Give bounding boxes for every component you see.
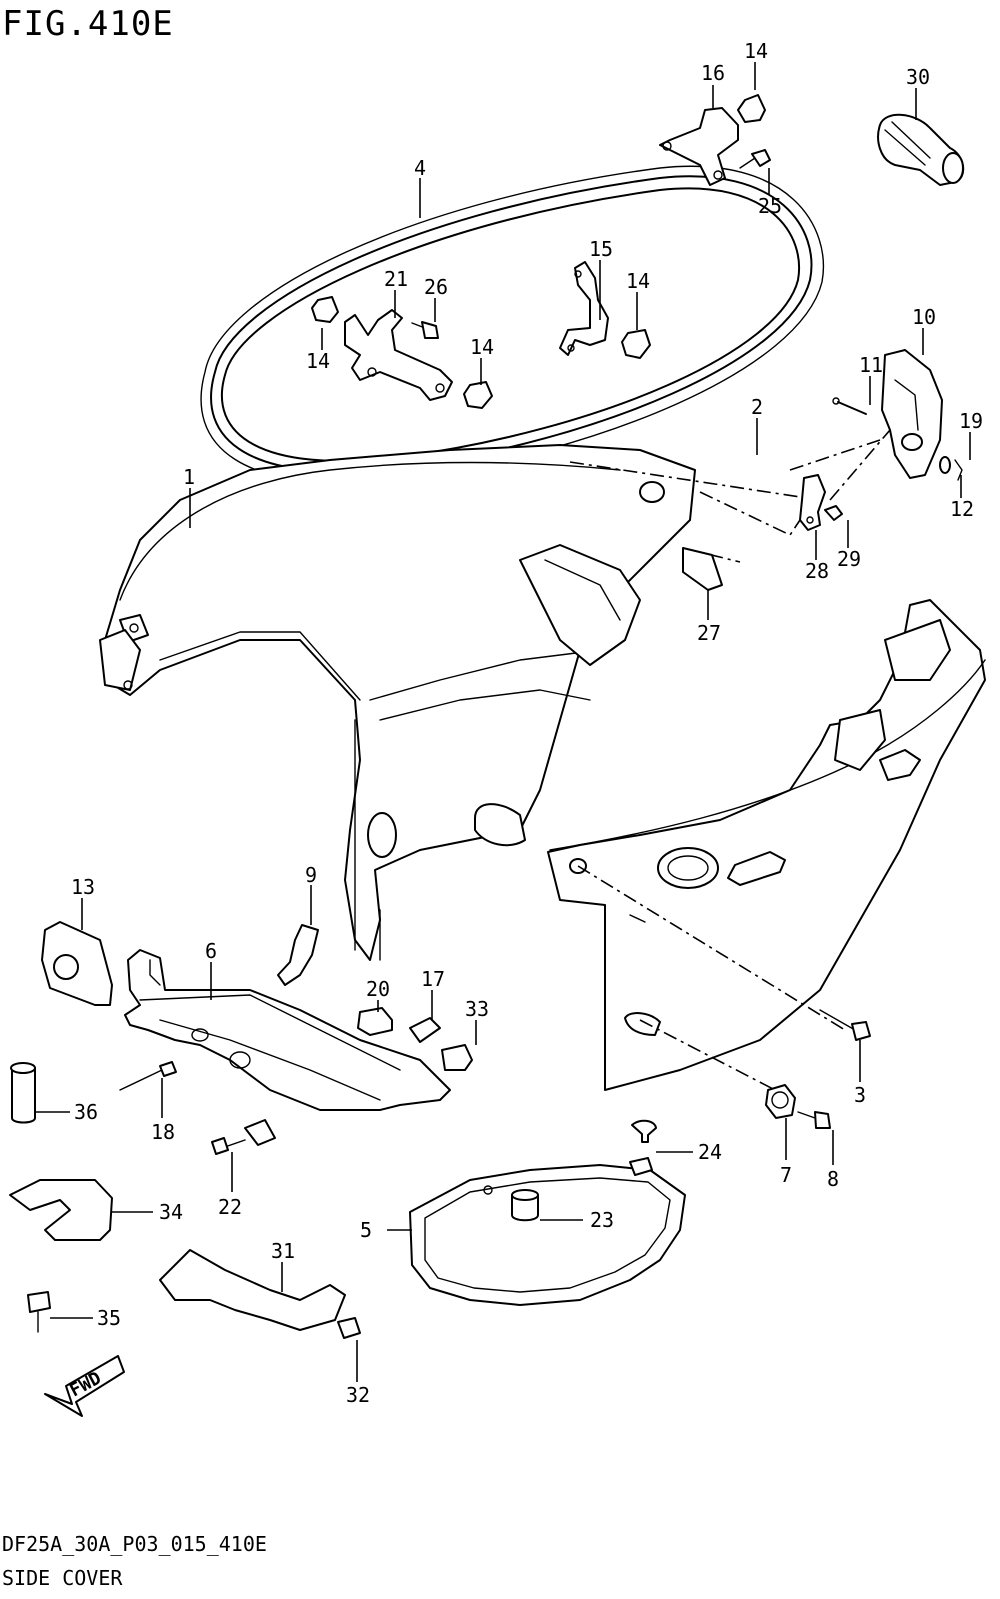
callout-16: 16 (701, 61, 725, 85)
callout-15: 15 (589, 237, 613, 261)
clip-33 (441, 1044, 473, 1071)
callout-27: 27 (697, 621, 721, 645)
callout-14-top: 14 (744, 39, 768, 63)
callout-34: 34 (159, 1200, 183, 1224)
callout-5: 5 (360, 1218, 372, 1242)
callout-2: 2 (751, 395, 763, 419)
bracket-15 (559, 261, 609, 356)
bracket-9 (277, 924, 319, 986)
bracket-31 (159, 1249, 346, 1331)
callout-36: 36 (74, 1100, 98, 1124)
lower-pan-6 (124, 949, 451, 1111)
top-seal-ring (200, 165, 825, 484)
callout-11: 11 (859, 353, 883, 377)
clip-27 (682, 547, 723, 591)
clip-14-left (311, 296, 339, 323)
handle-10 (881, 349, 943, 479)
callout-1: 1 (183, 465, 195, 489)
grommet-7 (765, 1084, 796, 1119)
plug-24 (631, 1119, 657, 1143)
callout-13: 13 (71, 875, 95, 899)
washer-12 (939, 456, 951, 474)
callout-28: 28 (805, 559, 829, 583)
sleeve-17 (409, 1017, 441, 1043)
callout-6: 6 (205, 939, 217, 963)
guide-line-handle (829, 429, 891, 501)
rivet-18 (119, 1061, 177, 1091)
callout-30: 30 (906, 65, 930, 89)
callout-14-left: 14 (306, 349, 330, 373)
latch-bracket-28 (799, 474, 826, 531)
callout-9: 9 (305, 863, 317, 887)
clip-pin-19 (954, 459, 963, 481)
bolt-22 (211, 1119, 276, 1155)
callout-20: 20 (366, 977, 390, 1001)
bracket-21 (344, 309, 453, 401)
callout-29: 29 (837, 547, 861, 571)
callout-3: 3 (854, 1083, 866, 1107)
callout-25: 25 (758, 194, 782, 218)
callout-12: 12 (950, 497, 974, 521)
bolt-8 (797, 1111, 831, 1129)
plug-30 (877, 113, 965, 186)
bolt-29 (824, 505, 843, 521)
callout-8: 8 (827, 1167, 839, 1191)
plate-13 (41, 921, 113, 1006)
guide-line-bolt-3 (577, 865, 846, 1031)
callout-4: 4 (414, 156, 426, 180)
callout-14-right: 14 (626, 269, 650, 293)
guide-line-latch-bracket (699, 491, 801, 537)
callout-14-middle: 14 (470, 335, 494, 359)
callout-10: 10 (912, 305, 936, 329)
guide-line-latch (569, 461, 821, 501)
callout-24: 24 (698, 1140, 722, 1164)
figure-title: FIG.410E (2, 4, 174, 44)
callout-22: 22 (218, 1195, 242, 1219)
callout-33: 33 (465, 997, 489, 1021)
callout-26: 26 (424, 275, 448, 299)
drawing-code: DF25A_30A_P03_015_410E (2, 1532, 267, 1556)
clip-14-top (737, 94, 766, 123)
sleeve-36 (10, 1062, 36, 1124)
clip-14-middle (463, 381, 493, 409)
plate-34 (9, 1179, 113, 1241)
pin-11 (832, 397, 867, 415)
guide-line-handle-2 (789, 439, 881, 471)
bracket-16 (659, 107, 739, 186)
bolt-3 (819, 1009, 871, 1041)
clip-20 (357, 1007, 393, 1036)
callout-17: 17 (421, 967, 445, 991)
clip-14-right (621, 329, 651, 359)
callout-23: 23 (590, 1208, 614, 1232)
callout-21: 21 (384, 267, 408, 291)
drawing-name: SIDE COVER (2, 1566, 123, 1590)
grommet-23 (511, 1189, 539, 1222)
callout-35: 35 (97, 1306, 121, 1330)
bolt-32 (337, 1317, 361, 1339)
right-side-cover (547, 599, 986, 1091)
callout-7: 7 (780, 1163, 792, 1187)
bolt-26 (411, 321, 439, 339)
callout-31: 31 (271, 1239, 295, 1263)
bolt-25 (739, 149, 771, 169)
bottom-seal-5 (409, 1157, 686, 1306)
left-side-cover (99, 444, 696, 961)
fwd-arrow-icon: FWD (44, 1355, 125, 1417)
callout-32: 32 (346, 1383, 370, 1407)
callout-18: 18 (151, 1120, 175, 1144)
callout-19: 19 (959, 409, 983, 433)
bolt-35 (27, 1291, 51, 1333)
